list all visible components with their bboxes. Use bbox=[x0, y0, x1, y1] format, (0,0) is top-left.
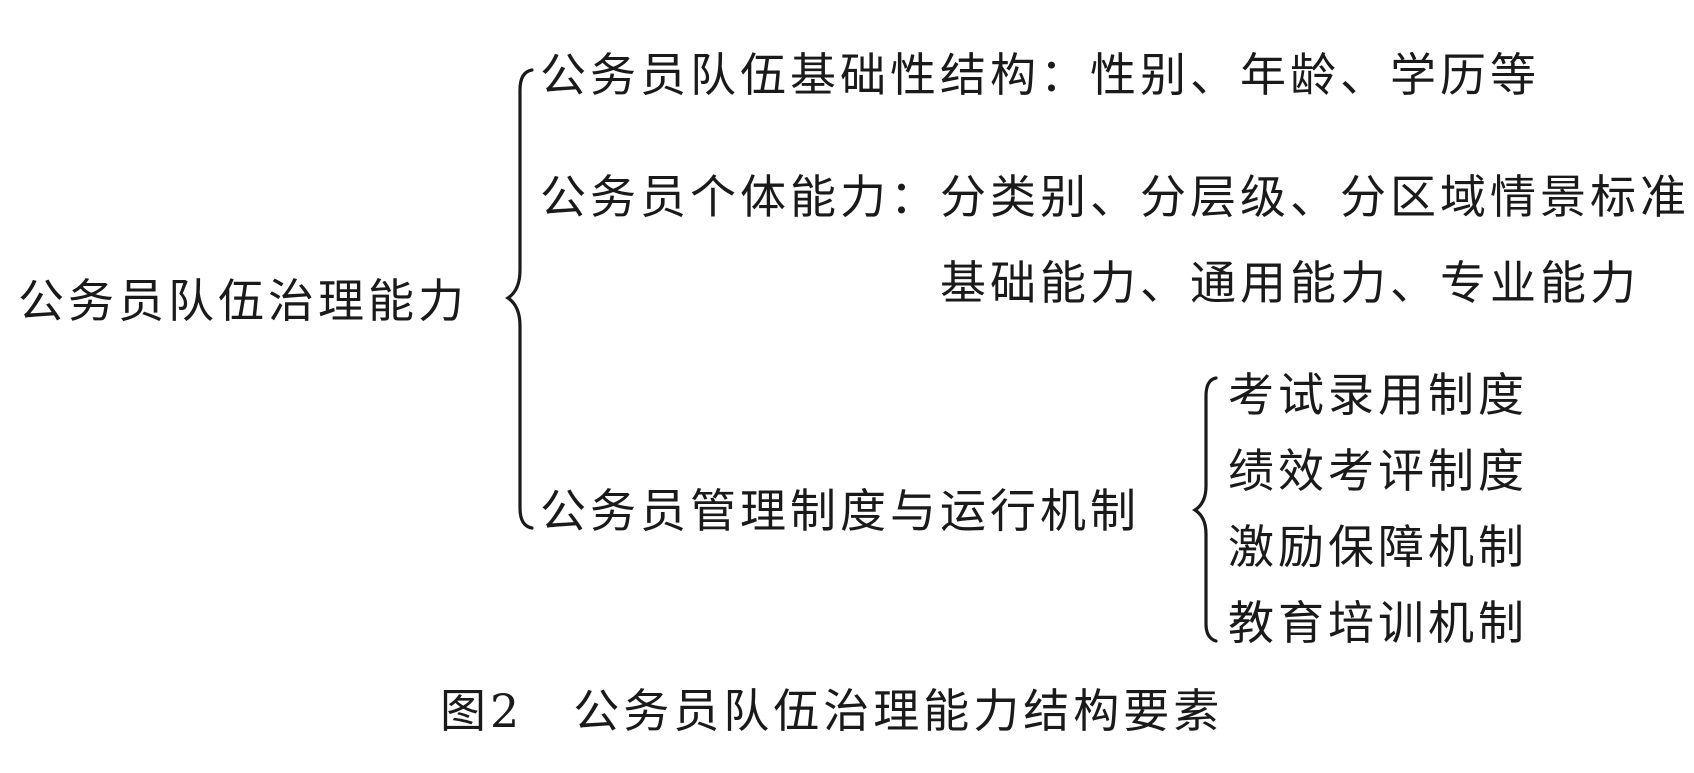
root-node: 公务员队伍治理能力 bbox=[18, 274, 468, 328]
sub-brace bbox=[1192, 376, 1218, 643]
main-brace bbox=[505, 68, 534, 530]
mechanism-item: 教育培训机制 bbox=[1228, 596, 1528, 650]
branch-management: 公务员管理制度与运行机制 bbox=[540, 484, 1140, 538]
figure-number: 图2 bbox=[440, 684, 524, 738]
branch-individual-ability-continuation: 基础能力、通用能力、专业能力 bbox=[940, 256, 1640, 310]
figure-title: 公务员队伍治理能力结构要素 bbox=[573, 684, 1224, 738]
mechanism-item: 绩效考评制度 bbox=[1228, 444, 1528, 498]
mechanism-item: 激励保障机制 bbox=[1228, 520, 1528, 574]
branch-structure: 公务员队伍基础性结构：性别、年龄、学历等 bbox=[540, 48, 1540, 102]
branch-individual-ability: 公务员个体能力：分类别、分层级、分区域情景标准 bbox=[540, 170, 1690, 224]
mechanism-item: 考试录用制度 bbox=[1228, 368, 1528, 422]
